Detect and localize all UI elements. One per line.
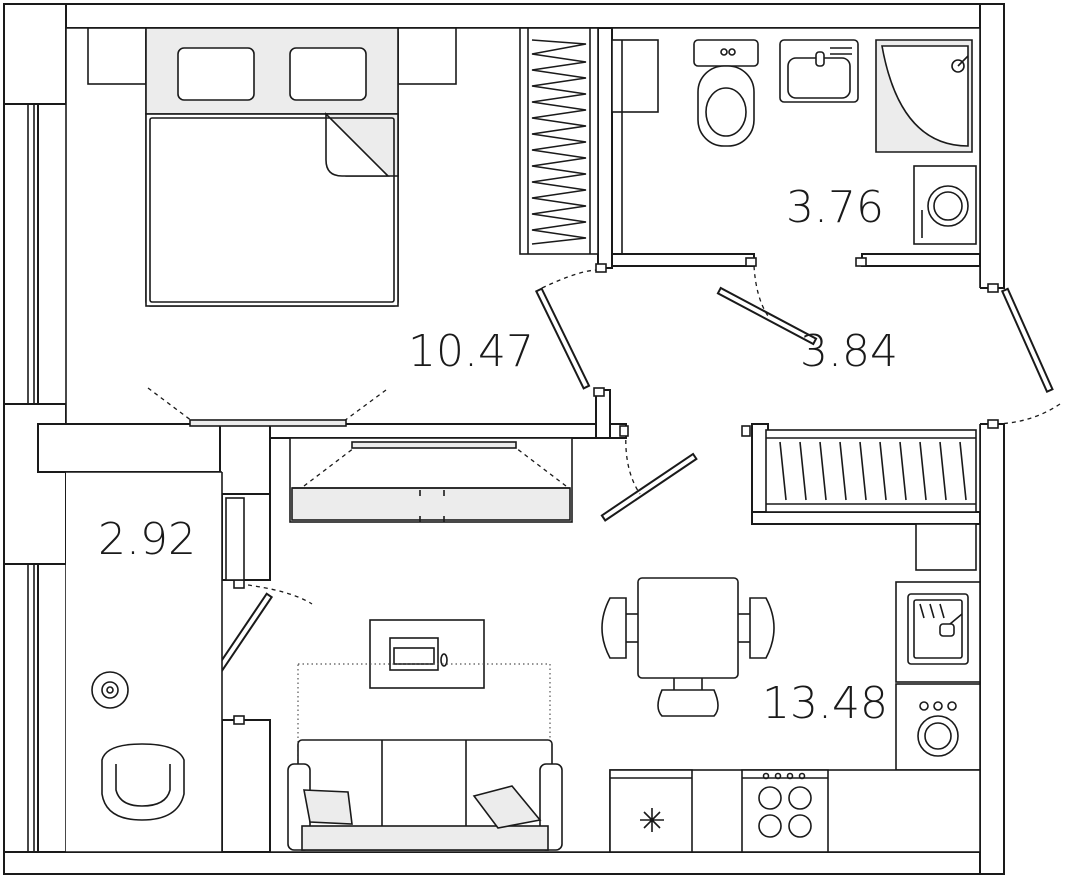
stove-icon xyxy=(741,769,829,853)
kitchen-sink-icon xyxy=(895,581,981,683)
living-room: 13.48 xyxy=(287,437,888,851)
kitchen xyxy=(609,523,981,853)
desk-icon xyxy=(369,619,485,689)
fridge-icon xyxy=(609,769,693,853)
armchair-icon xyxy=(101,743,185,821)
sofa-icon xyxy=(287,739,563,851)
wardrobe-icon xyxy=(519,27,599,255)
loggia: 2.92 xyxy=(66,471,245,853)
hall-wardrobe-icon xyxy=(765,429,977,513)
partition-walls xyxy=(37,27,981,853)
nightstand-right xyxy=(397,27,457,85)
bathroom-area-label: 3.76 xyxy=(786,182,884,233)
tv-icon xyxy=(189,419,347,427)
mouse-icon xyxy=(440,653,448,667)
laptop-icon xyxy=(389,637,439,671)
hallway-area-label: 3.84 xyxy=(800,326,898,377)
living-door xyxy=(600,452,698,522)
bed-icon xyxy=(145,27,399,307)
side-table-icon xyxy=(91,671,129,709)
bedroom-door xyxy=(534,287,591,390)
bathroom: 3.76 xyxy=(611,39,977,254)
sink-icon xyxy=(779,39,859,103)
tv-unit-icon xyxy=(289,437,573,523)
washing-machine-icon xyxy=(913,165,977,245)
loggia-area-label: 2.92 xyxy=(98,514,196,565)
fridge-tall-unit xyxy=(915,523,977,571)
bathroom-door xyxy=(716,286,818,346)
shower-icon xyxy=(875,39,973,153)
entry-door xyxy=(1000,287,1054,394)
bedroom-area-label: 10.47 xyxy=(408,326,534,377)
tv-view-cone xyxy=(147,387,387,425)
dining-table-icon xyxy=(601,577,775,717)
bedroom xyxy=(87,27,599,427)
dishwasher-icon xyxy=(895,683,981,771)
nightstand-left xyxy=(87,27,147,85)
toilet-icon xyxy=(693,39,759,147)
living-area-label: 13.48 xyxy=(762,678,888,729)
